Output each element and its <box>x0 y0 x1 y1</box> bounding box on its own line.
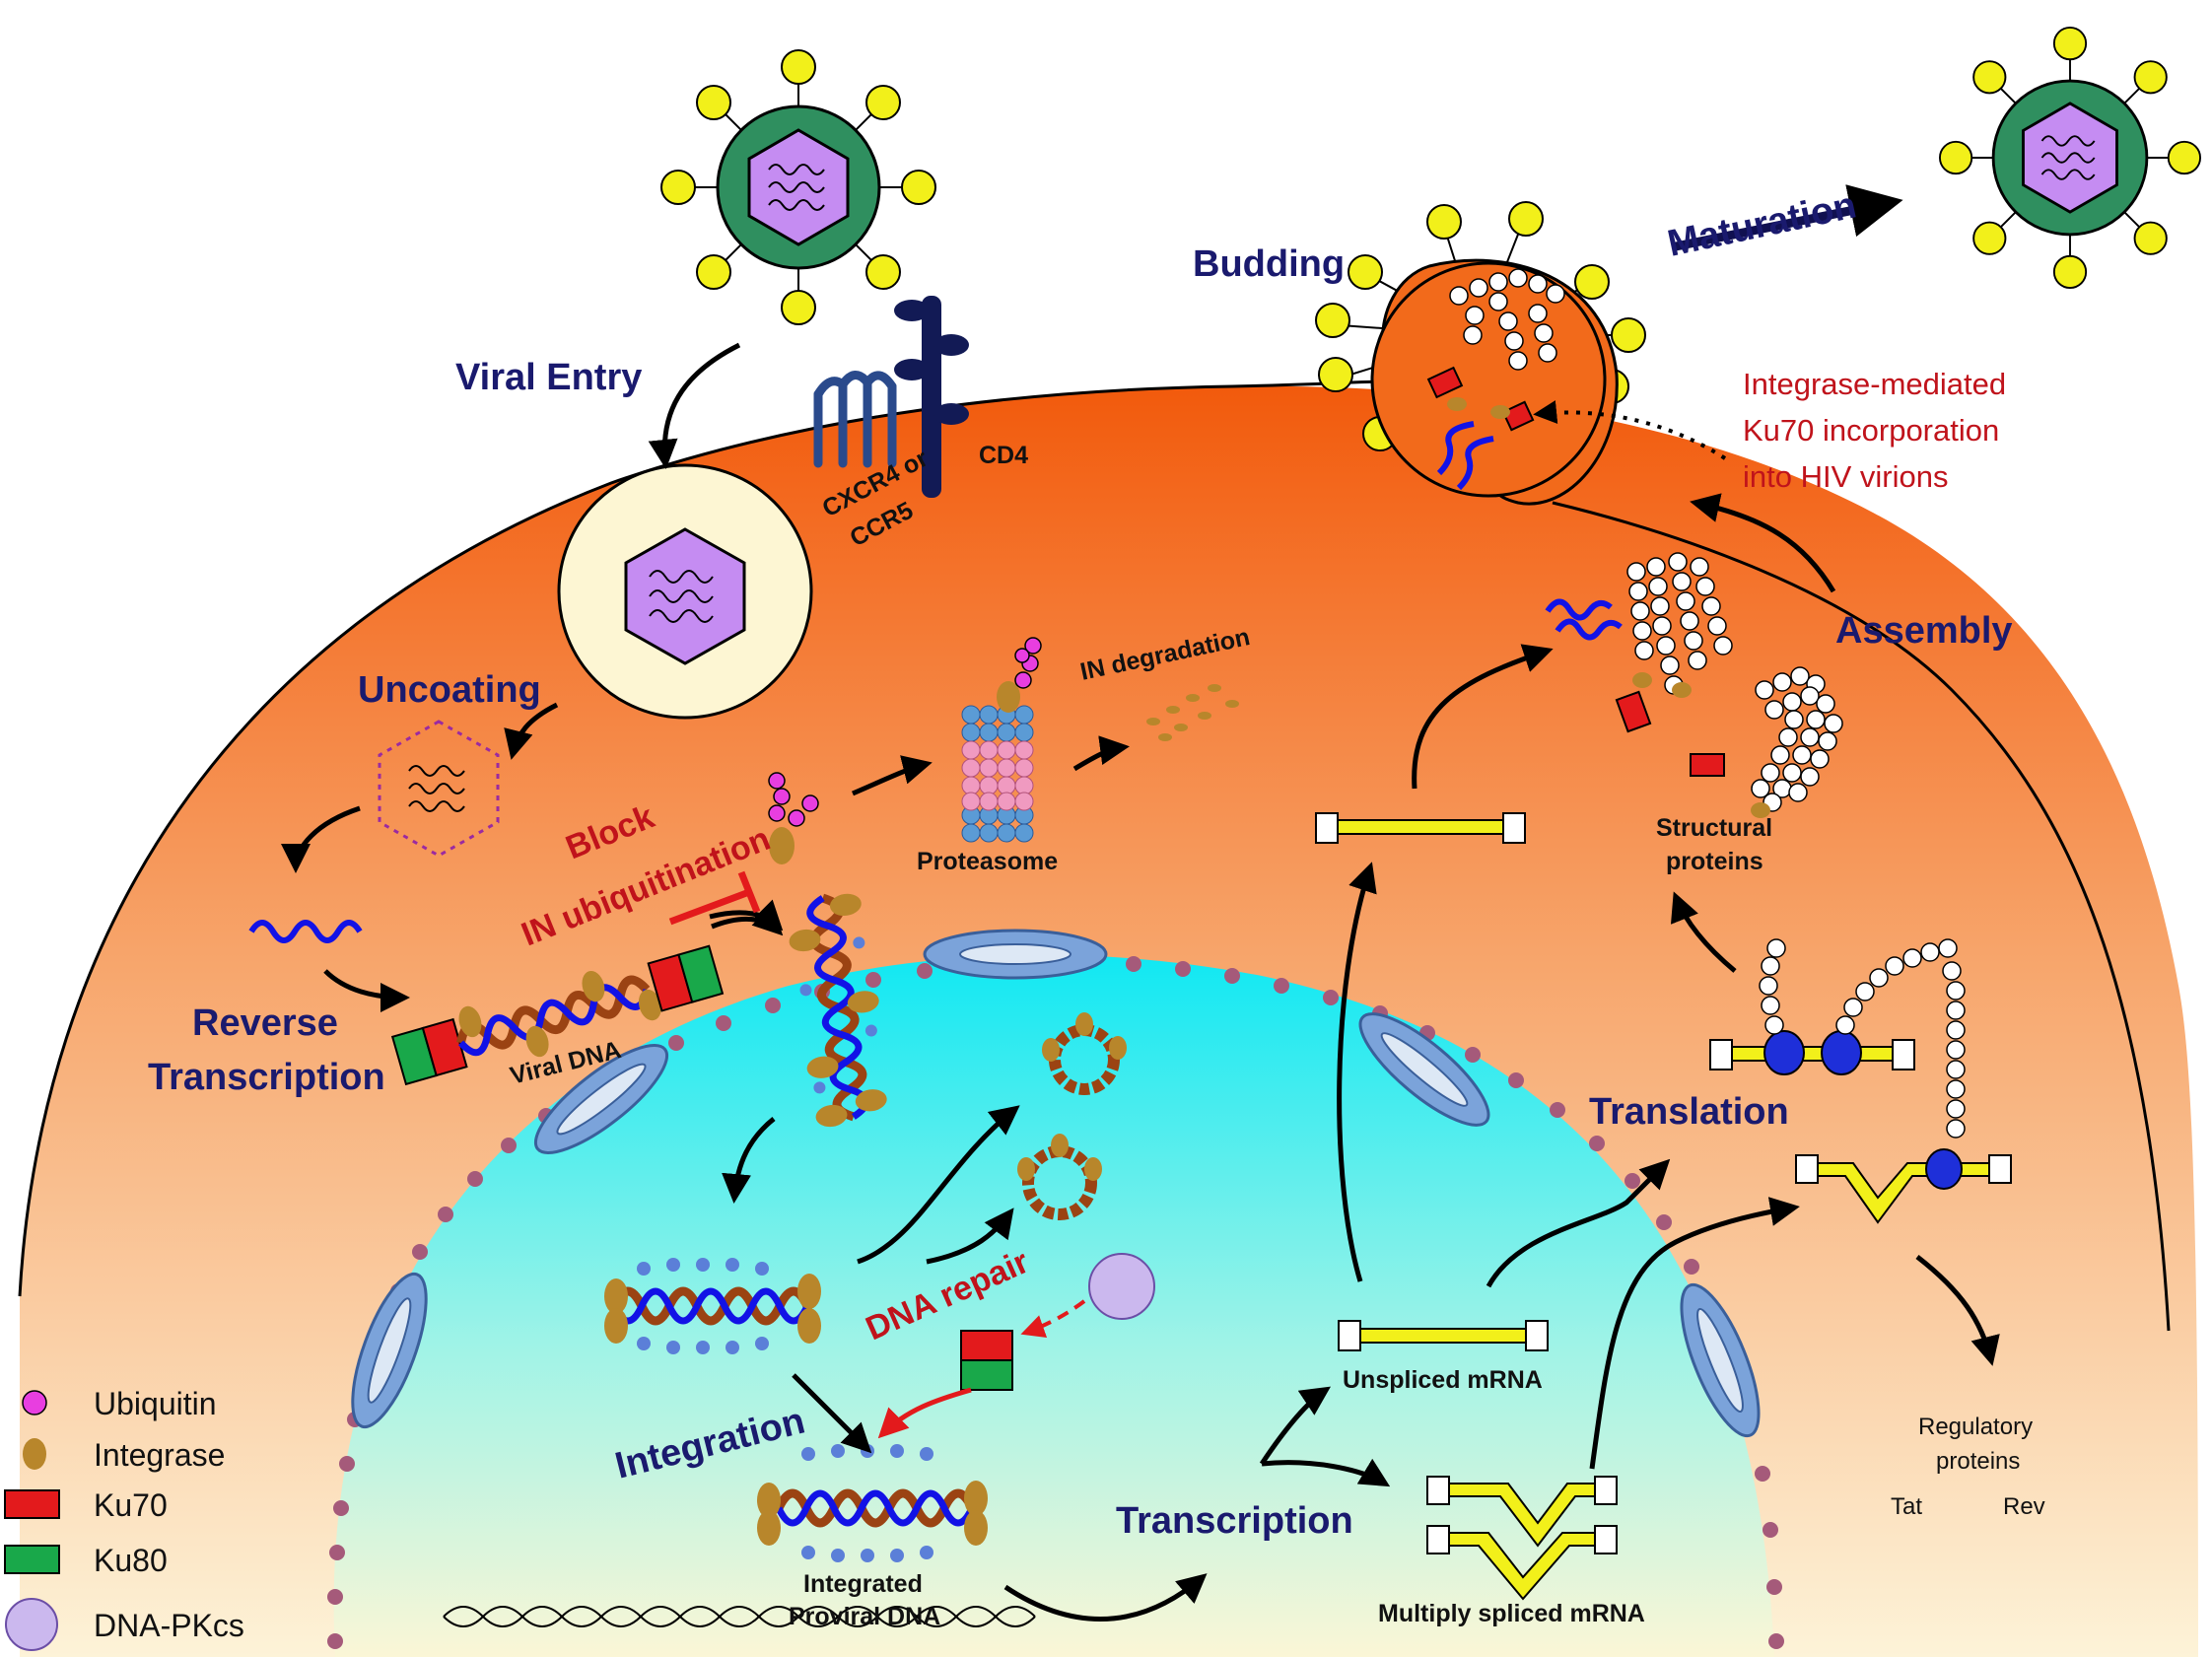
polysome-spliced <box>1795 1148 2012 1224</box>
viral-rna <box>248 920 363 943</box>
maturation-arrow <box>1675 184 1903 251</box>
label-proteasome: Proteasome <box>917 848 1058 875</box>
unspliced-mrna-nucleus <box>1338 1320 1549 1351</box>
label-incorporation-2: Ku70 incorporation <box>1743 413 1999 448</box>
dna-pkcs <box>1088 1253 1155 1320</box>
label-incorporation-3: into HIV virions <box>1743 459 1948 494</box>
label-incorporation-1: Integrase-mediated <box>1743 367 2006 401</box>
nuclear-pic <box>604 1258 821 1354</box>
mature-virion <box>1938 26 2202 290</box>
ku70 <box>960 1330 1013 1361</box>
pre-integration-complex <box>789 893 887 1128</box>
dna-pkcs-arrow <box>1020 1299 1086 1338</box>
polysome-unspliced <box>1709 938 1966 1139</box>
budding-virion <box>1315 201 1646 506</box>
plasma-membrane <box>18 380 2171 1332</box>
label-reverse: Reverse <box>192 1002 338 1044</box>
multiply-spliced-mrna <box>1426 1476 1618 1601</box>
legend-integrase-swatch <box>23 1438 46 1470</box>
legend-ubiquitin-label: Ubiquitin <box>94 1386 217 1421</box>
host-chromosome <box>443 1606 1036 1627</box>
label-integrated-2: Proviral DNA <box>789 1603 940 1630</box>
uncoating-capsid <box>378 720 500 858</box>
label-rev: Rev <box>2003 1493 2045 1520</box>
legend-ubiquitin-swatch <box>22 1390 47 1415</box>
nuclear-pore-top <box>923 929 1108 980</box>
repair-arrow <box>877 1387 972 1439</box>
ku80 <box>960 1359 1013 1391</box>
label-tat: Tat <box>1891 1493 1922 1520</box>
assembly-proteins <box>1545 552 1843 818</box>
label-transcription: Transcription <box>1116 1500 1353 1542</box>
proteasome <box>961 637 1042 843</box>
arrows <box>281 342 2000 1622</box>
legend-ku80-swatch <box>4 1545 60 1574</box>
legend: Ubiquitin Integrase Ku70 Ku80 DNA-PKcs <box>4 1386 244 1651</box>
label-maturation: Maturation <box>1664 184 1860 264</box>
unspliced-mrna-cytoplasm <box>1315 812 1526 844</box>
label-regulatory-2: proteins <box>1936 1448 2020 1475</box>
label-uncoating: Uncoating <box>358 669 541 711</box>
legend-integrase-label: Integrase <box>94 1437 225 1473</box>
legend-ku80-label: Ku80 <box>94 1543 168 1578</box>
degraded-integrase <box>1146 684 1239 741</box>
dna-circle-1 <box>1042 1012 1127 1095</box>
block-inhibitor <box>668 870 761 926</box>
label-budding: Budding <box>1193 243 1345 285</box>
incorporation-arrow <box>1533 400 1727 460</box>
ubiquitinated-integrase <box>768 772 819 864</box>
label-structural-2: proteins <box>1666 848 1763 875</box>
entry-capsid <box>624 527 746 665</box>
legend-ku70-swatch <box>4 1489 60 1519</box>
legend-dna-pkcs-label: DNA-PKcs <box>94 1608 244 1643</box>
legend-dna-pkcs-swatch <box>5 1598 58 1651</box>
label-structural-1: Structural <box>1656 814 1772 842</box>
label-cd4: CD4 <box>979 442 1028 469</box>
label-assembly: Assembly <box>1835 610 2013 652</box>
dna-circle-2 <box>1017 1134 1102 1220</box>
label-translation: Translation <box>1589 1091 1789 1133</box>
label-unspliced-mrna: Unspliced mRNA <box>1343 1366 1543 1394</box>
label-viral-entry: Viral Entry <box>455 357 642 398</box>
coreceptor-cxcr4-ccr5 <box>813 371 897 468</box>
nucleus <box>333 954 1774 1657</box>
label-transcription-rt: Transcription <box>148 1057 385 1098</box>
label-multiply-spliced-mrna: Multiply spliced mRNA <box>1378 1600 1645 1627</box>
cd4-receptor <box>894 296 969 498</box>
viral-dna-complex <box>390 944 725 1086</box>
free-virion <box>659 48 937 326</box>
label-regulatory-1: Regulatory <box>1918 1414 2033 1440</box>
label-integrated-1: Integrated <box>803 1570 923 1598</box>
integrated-provirus <box>757 1444 988 1562</box>
legend-ku70-label: Ku70 <box>94 1487 168 1523</box>
